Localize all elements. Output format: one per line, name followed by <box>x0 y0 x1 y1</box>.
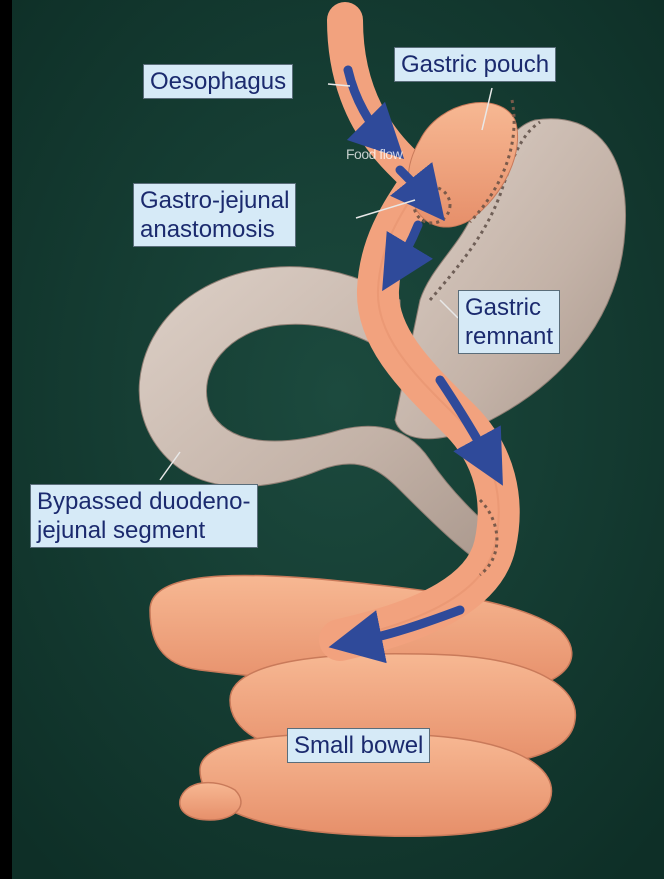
label-bypassed-line1: Bypassed duodeno- <box>37 487 251 516</box>
label-bypassed-segment: Bypassed duodeno- jejunal segment <box>30 484 258 548</box>
label-small-bowel-text: Small bowel <box>294 731 423 760</box>
label-gastric-pouch-text: Gastric pouch <box>401 50 549 79</box>
label-small-bowel: Small bowel <box>287 728 430 763</box>
label-gastric-pouch: Gastric pouch <box>394 47 556 82</box>
label-oesophagus-text: Oesophagus <box>150 67 286 96</box>
food-flow-label: Food flow <box>346 146 402 162</box>
label-gastric-remnant: Gastric remnant <box>458 290 560 354</box>
label-bypassed-line2: jejunal segment <box>37 516 251 545</box>
label-gastro-jejunal-line1: Gastro-jejunal <box>140 186 289 215</box>
label-gastro-jejunal-anastomosis: Gastro-jejunal anastomosis <box>133 183 296 247</box>
label-oesophagus: Oesophagus <box>143 64 293 99</box>
label-gastric-remnant-line2: remnant <box>465 322 553 351</box>
label-gastric-remnant-line1: Gastric <box>465 293 553 322</box>
label-gastro-jejunal-line2: anastomosis <box>140 215 289 244</box>
